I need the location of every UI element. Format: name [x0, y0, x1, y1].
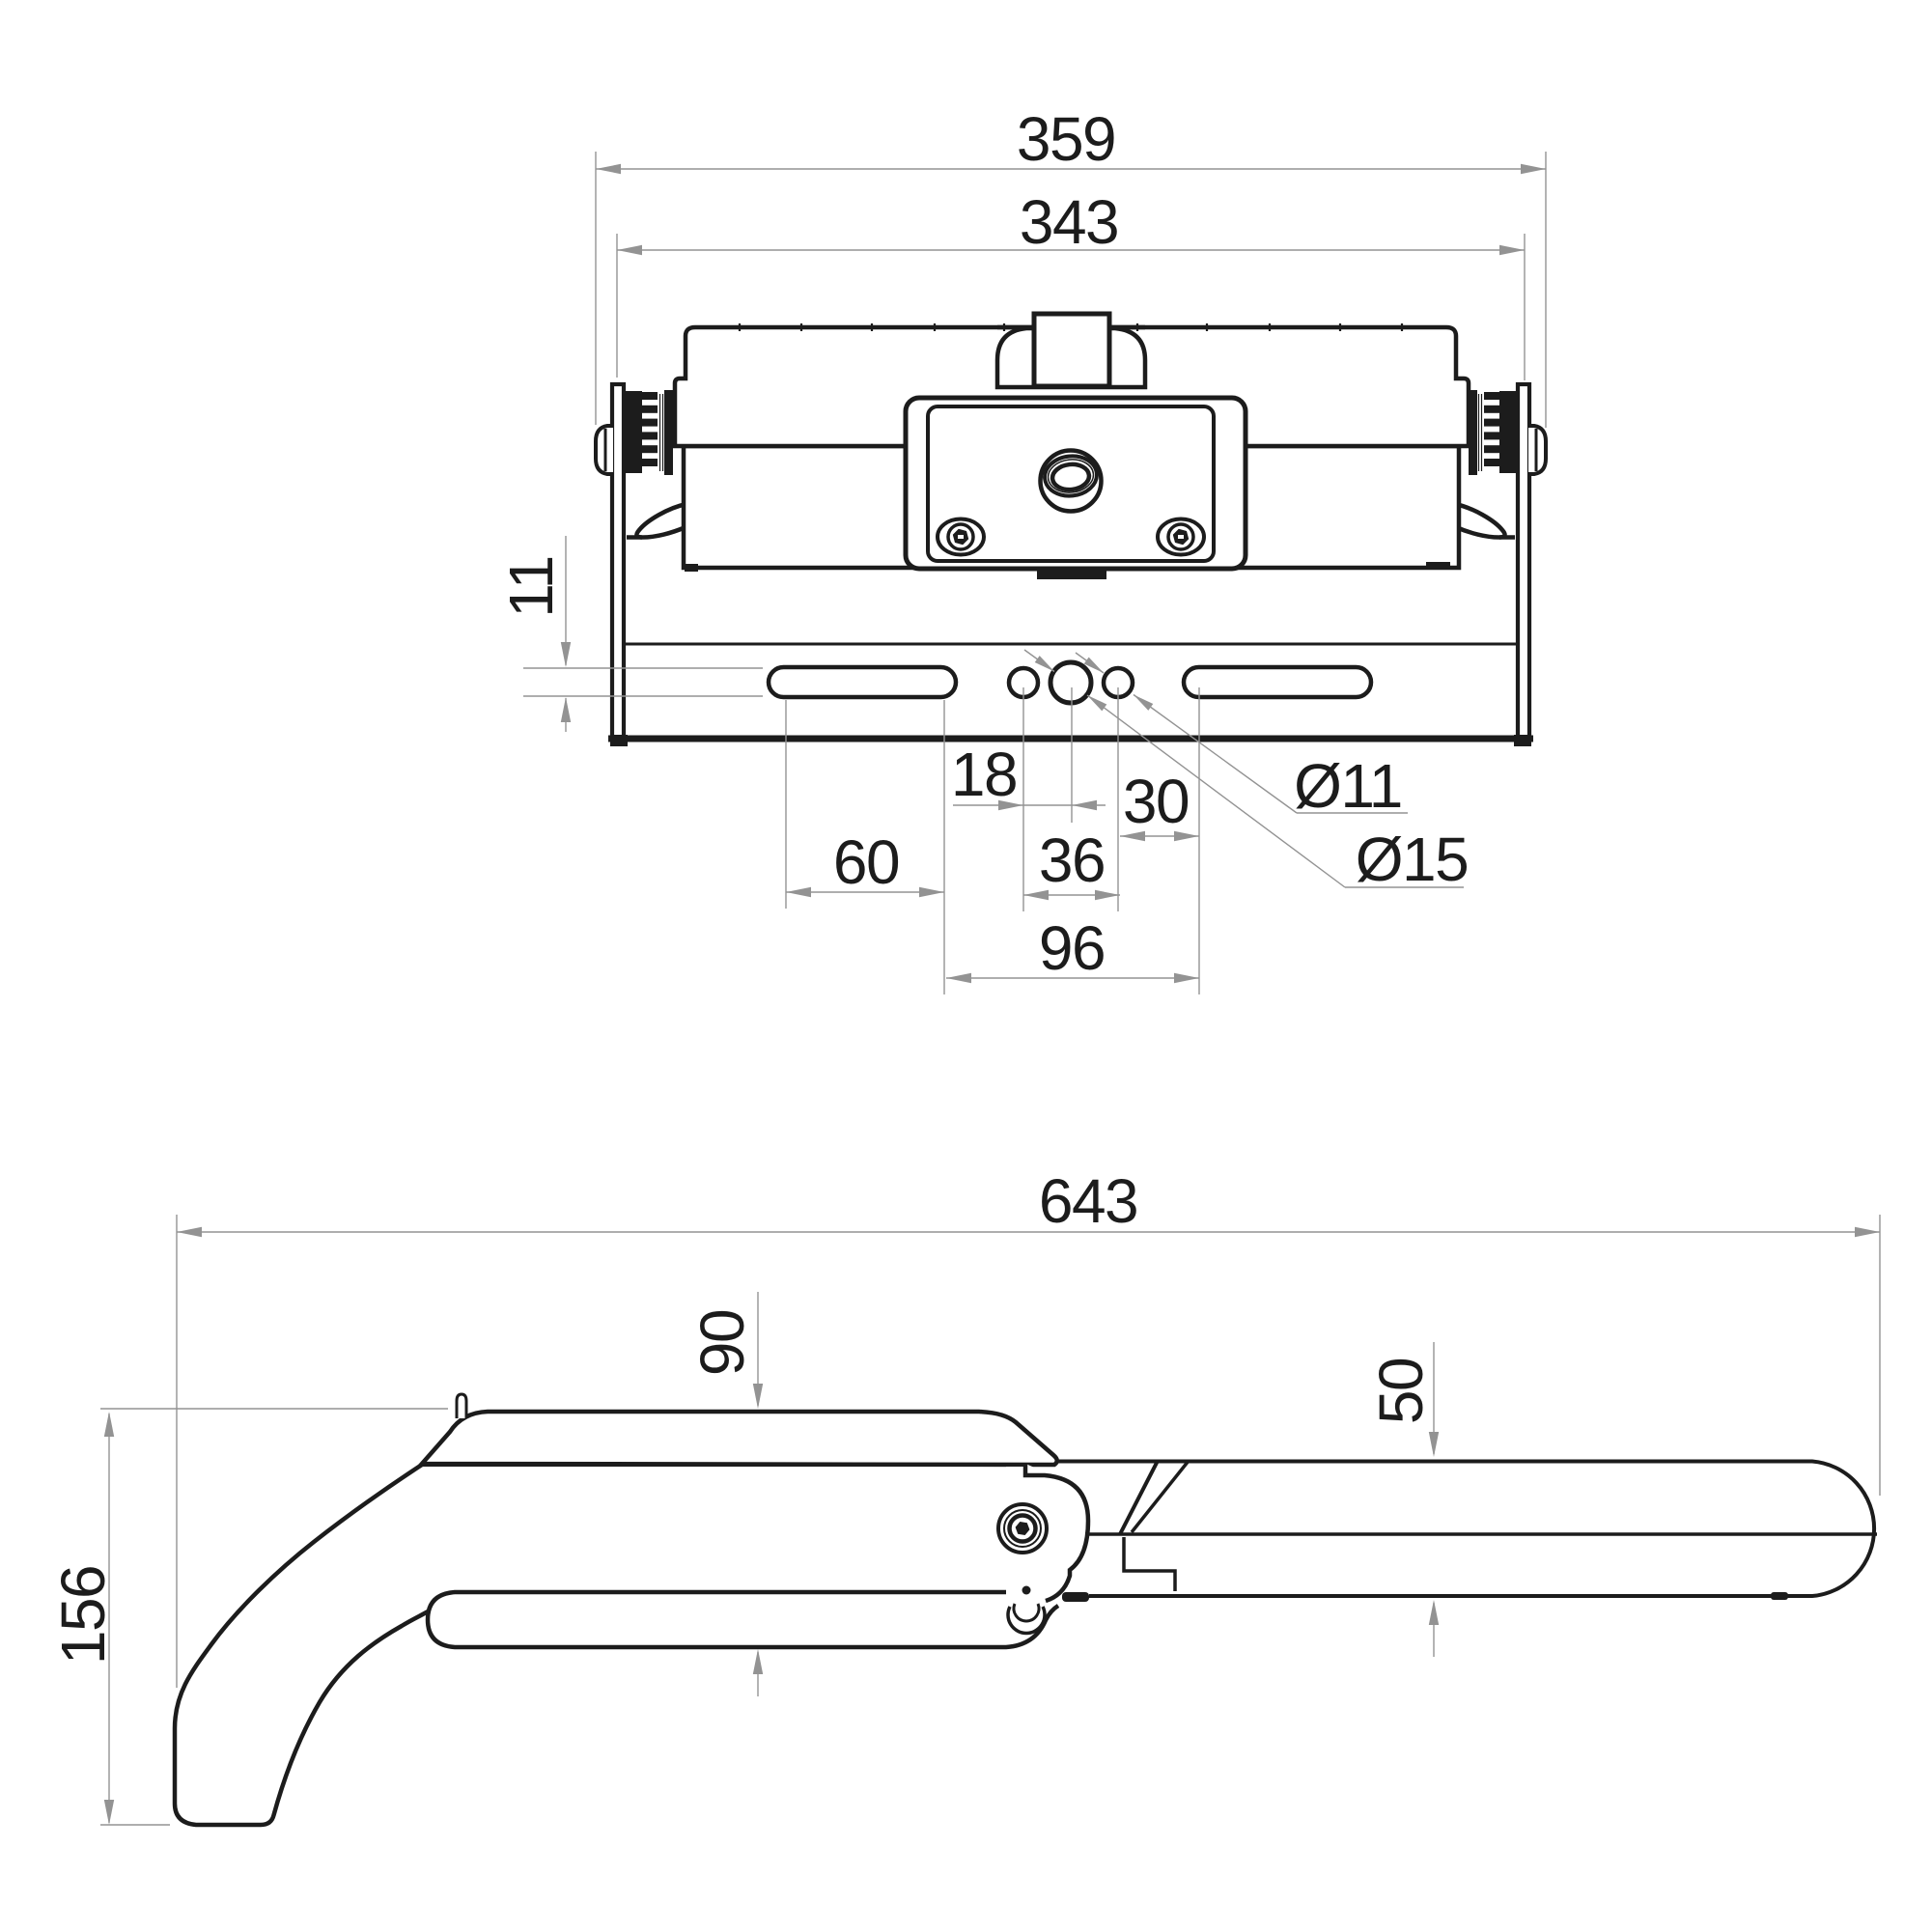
svg-text:11: 11 [496, 556, 566, 617]
svg-text:Ø11: Ø11 [1294, 751, 1402, 821]
svg-text:90: 90 [687, 1310, 757, 1376]
svg-text:60: 60 [833, 827, 899, 897]
svg-text:156: 156 [48, 1566, 118, 1665]
svg-text:Ø15: Ø15 [1356, 825, 1468, 894]
svg-text:18: 18 [951, 740, 1017, 809]
svg-text:50: 50 [1366, 1358, 1436, 1424]
svg-text:343: 343 [1020, 187, 1118, 257]
svg-text:643: 643 [1039, 1166, 1137, 1236]
svg-text:30: 30 [1123, 767, 1189, 836]
svg-text:359: 359 [1017, 104, 1115, 174]
svg-text:36: 36 [1039, 826, 1105, 895]
svg-text:96: 96 [1039, 913, 1105, 983]
